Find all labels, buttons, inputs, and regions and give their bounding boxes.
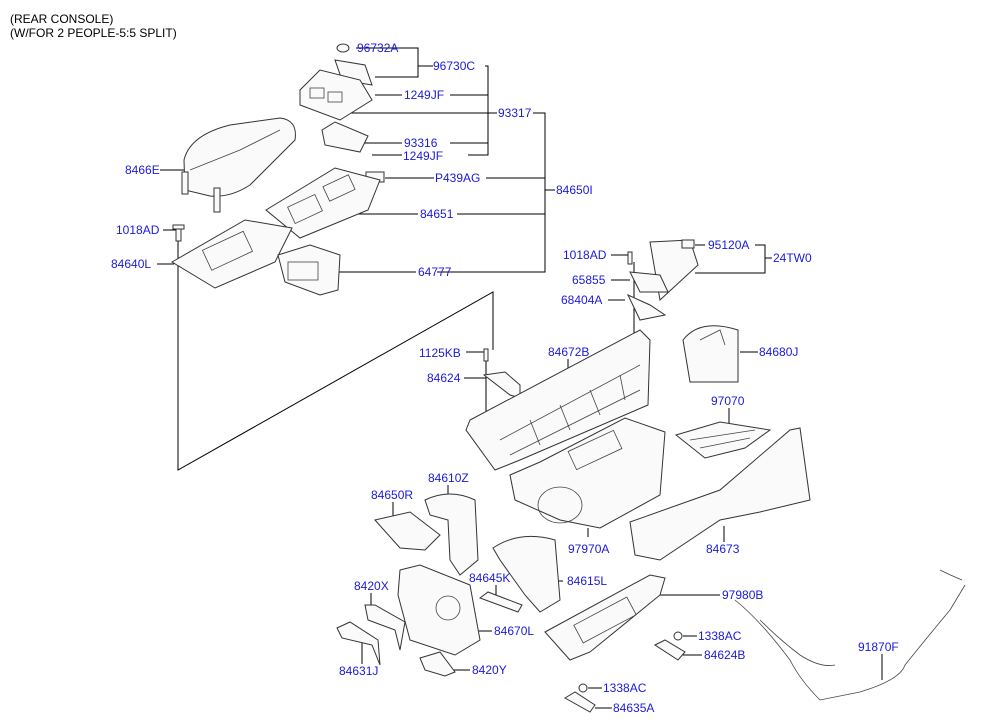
part-label-84631J[interactable]: 84631J — [339, 664, 379, 678]
part-label-84680J[interactable]: 84680J — [759, 345, 799, 359]
part-label-P439AG[interactable]: P439AG — [435, 171, 481, 185]
diagram-title: (REAR CONSOLE) — [10, 12, 114, 26]
part-label-84673[interactable]: 84673 — [706, 542, 740, 556]
part-label-84651[interactable]: 84651 — [420, 207, 454, 221]
part-label-1018AD-left[interactable]: 1018AD — [116, 223, 160, 237]
part-label-8420Y[interactable]: 8420Y — [472, 663, 507, 677]
part-label-84640L[interactable]: 84640L — [111, 257, 152, 271]
part-label-84650R[interactable]: 84650R — [371, 488, 414, 502]
part-label-1018AD-right[interactable]: 1018AD — [563, 248, 607, 262]
part-label-96730C[interactable]: 96730C — [433, 59, 476, 73]
part-label-65855[interactable]: 65855 — [572, 273, 606, 287]
part-label-84615L[interactable]: 84615L — [567, 574, 608, 588]
part-label-24TW0[interactable]: 24TW0 — [773, 251, 812, 265]
leader-lines — [157, 47, 883, 709]
part-label-84610Z[interactable]: 84610Z — [428, 471, 469, 485]
part-illustrations — [171, 43, 966, 713]
part-label-1125KB[interactable]: 1125KB — [419, 346, 461, 360]
part-label-84624B[interactable]: 84624B — [704, 648, 746, 662]
part-label-1338AC-upper[interactable]: 1338AC — [698, 629, 742, 643]
part-label-97970A[interactable]: 97970A — [568, 542, 610, 556]
part-label-84670L[interactable]: 84670L — [494, 624, 535, 638]
part-label-95120A[interactable]: 95120A — [708, 238, 750, 252]
part-label-84650I[interactable]: 84650I — [556, 183, 593, 197]
part-label-1338AC-lower[interactable]: 1338AC — [603, 681, 647, 695]
part-label-84645K[interactable]: 84645K — [469, 571, 511, 585]
part-label-93317[interactable]: 93317 — [498, 106, 532, 120]
part-label-84624[interactable]: 84624 — [427, 371, 461, 385]
part-label-1249JF-lower[interactable]: 1249JF — [403, 149, 444, 163]
diagram-subtitle: (W/FOR 2 PEOPLE-5:5 SPLIT) — [10, 26, 177, 40]
part-label-84672B[interactable]: 84672B — [548, 345, 590, 359]
part-label-84635A[interactable]: 84635A — [613, 701, 655, 715]
part-label-8420X[interactable]: 8420X — [354, 579, 389, 593]
part-label-93316[interactable]: 93316 — [404, 136, 438, 150]
part-label-8466E[interactable]: 8466E — [125, 163, 160, 177]
part-label-96732A[interactable]: 96732A — [357, 41, 399, 55]
part-label-1249JF-upper[interactable]: 1249JF — [404, 88, 445, 102]
part-label-91870F[interactable]: 91870F — [858, 640, 899, 654]
part-label-68404A[interactable]: 68404A — [561, 293, 603, 307]
part-label-97070[interactable]: 97070 — [711, 394, 745, 408]
part-label-64777[interactable]: 64777 — [418, 265, 452, 279]
part-label-97980B[interactable]: 97980B — [722, 588, 764, 602]
